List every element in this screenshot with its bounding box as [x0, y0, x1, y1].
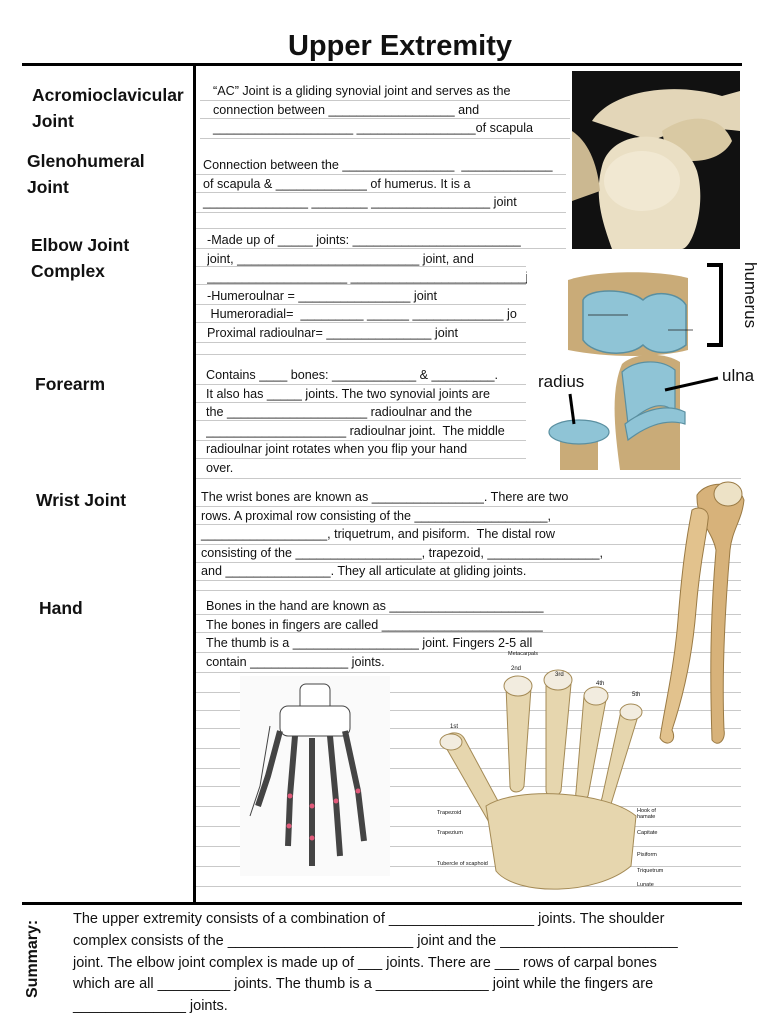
ruled-line: [196, 506, 741, 507]
ruled-line: [196, 672, 741, 673]
ruled-line: [196, 826, 741, 827]
hand-label-tubercle-of-scaphoid: Tubercle of scaphoid: [437, 861, 488, 867]
ruled-line: [196, 266, 526, 267]
ruled-line: [196, 478, 741, 479]
hand-text: Bones in the hand are known as _________…: [206, 599, 544, 669]
term-wrist-joint: Wrist Joint: [36, 490, 127, 510]
ruled-line: [200, 100, 570, 101]
ruled-line: [196, 248, 566, 249]
hand-label-digit-2: 2nd: [511, 666, 522, 672]
ruled-line: [196, 228, 566, 229]
ruled-line: [196, 652, 741, 653]
ruled-line: [196, 384, 526, 385]
hand-label-hook-of-hamate: Hook of hamate: [637, 808, 656, 820]
term-hand: Hand: [39, 598, 83, 618]
humerus-distal-illustration: [568, 272, 693, 356]
radius-label: radius: [538, 372, 585, 391]
ruled-line: [196, 284, 526, 285]
shoulder-photo: [572, 71, 740, 249]
hand-label-trapezium: Trapezium: [437, 830, 463, 836]
ruled-line: [196, 886, 741, 887]
hand-label-metacarpals: Metacarpals: [508, 651, 538, 657]
summary-label: Summary:: [24, 919, 41, 998]
ruled-line: [196, 420, 526, 421]
summary-divider: [22, 902, 742, 905]
hand-label-digit-3: 3rd: [555, 672, 564, 678]
wrist-text: The wrist bones are known as ___________…: [201, 490, 603, 578]
ruled-line: [196, 866, 741, 867]
ruled-line: [196, 192, 566, 193]
elbow-text: -Made up of _____ joints: ______________…: [207, 233, 527, 340]
hand-label-digit-4: 4th: [596, 681, 605, 687]
ruled-line: [196, 304, 526, 305]
title-underline: [22, 63, 742, 66]
ruled-line: [196, 590, 741, 591]
page-title: Upper Extremity: [287, 30, 512, 62]
ruled-line: [196, 562, 741, 563]
hand-label-triquetrum: Triquetrum: [637, 868, 664, 874]
ruled-line: [196, 342, 526, 343]
ulna-label: ulna: [722, 366, 755, 385]
hand-label-lunate: Lunate: [637, 882, 654, 888]
ruled-line: [196, 174, 566, 175]
ruled-line: [196, 440, 526, 441]
hand-skeleton-drawing: [240, 676, 390, 876]
glenohumeral-text: Connection between the ________________ …: [203, 158, 553, 209]
humerus-label: humerus: [741, 262, 760, 329]
ruled-line: [196, 402, 526, 403]
ruled-line: [196, 806, 741, 807]
ruled-line: [196, 846, 741, 847]
ruled-line: [200, 118, 570, 119]
ruled-line: [196, 632, 741, 633]
forearm-bones-illustration: [659, 481, 745, 744]
term-forearm: Forearm: [35, 374, 106, 394]
ruled-line: [196, 580, 741, 581]
summary-text: The upper extremity consists of a combin…: [73, 911, 678, 1015]
ruled-line: [196, 458, 526, 459]
ruled-line: [196, 524, 741, 525]
ruled-line: [196, 728, 741, 729]
ruled-line: [196, 614, 741, 615]
hand-label-digit-1: 1st: [450, 724, 459, 730]
hand-label-trapezoid: Trapezoid: [437, 810, 462, 816]
ruled-line: [196, 710, 741, 711]
ruled-line: [196, 544, 741, 545]
ruled-line: [196, 692, 741, 693]
column-divider: [193, 65, 196, 903]
ruled-line: [196, 354, 526, 355]
ruled-line: [196, 212, 566, 213]
radius-ulna-proximal-illustration: [548, 354, 719, 470]
ruled-line: [196, 322, 526, 323]
hand-label-capitate: Capitate: [637, 830, 658, 836]
ruled-line: [200, 138, 570, 139]
hand-label-pisiform: Pisiform: [637, 852, 657, 858]
ac-joint-text: “AC” Joint is a gliding synovial joint a…: [213, 84, 534, 135]
hand-label-digit-5: 5th: [632, 692, 641, 698]
forearm-text: Contains ____ bones: ____________ & ____…: [206, 368, 505, 475]
hand-bones-illustration: [439, 669, 643, 890]
humerus-bracket: [707, 263, 723, 347]
